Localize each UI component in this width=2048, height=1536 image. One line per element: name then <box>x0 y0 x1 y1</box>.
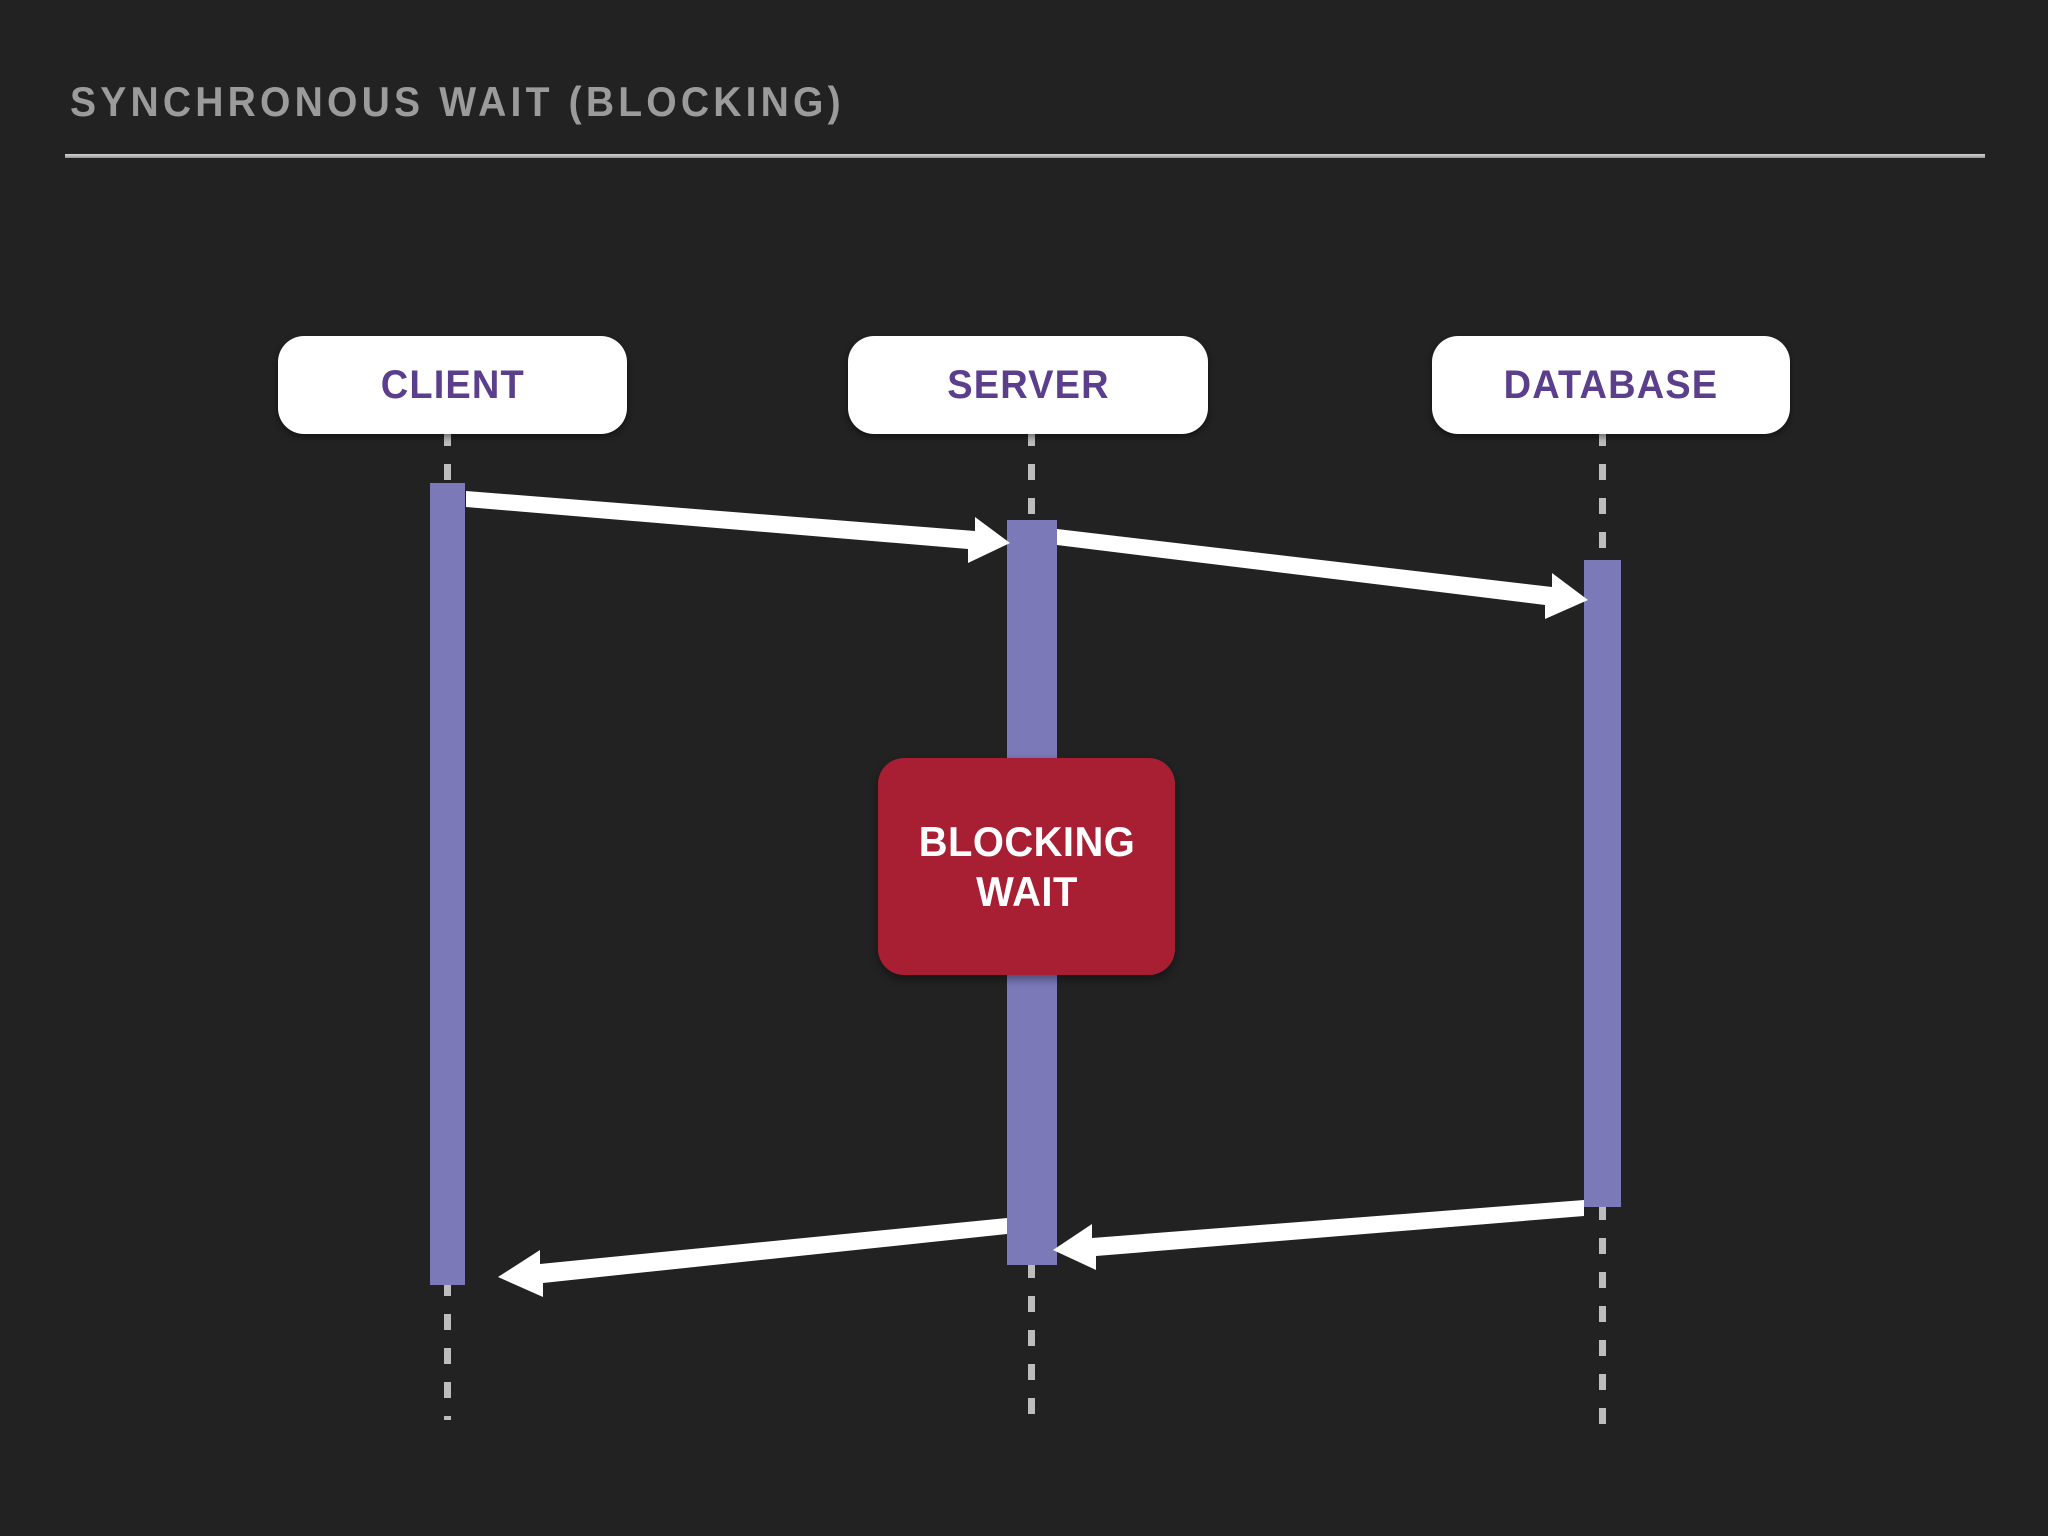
message-arrow-server-to-client <box>498 1218 1007 1297</box>
lifeline-dash-server-bottom <box>1028 1262 1035 1422</box>
note-blocking-wait[interactable]: BLOCKING WAIT <box>878 758 1175 975</box>
message-arrow-database-to-server <box>1053 1200 1584 1270</box>
lifeline-head-server-label: SERVER <box>946 362 1110 407</box>
message-arrow-client-to-server <box>466 491 1010 563</box>
message-arrow-server-to-database <box>1057 529 1588 619</box>
lifeline-dash-database-top <box>1598 430 1606 570</box>
note-line-2: WAIT <box>975 867 1078 915</box>
lifeline-head-client-label: CLIENT <box>380 362 525 407</box>
lifeline-dash-database-bottom <box>1598 1204 1606 1424</box>
page-title: SYNCHRONOUS WAIT (BLOCKING) <box>70 78 845 125</box>
lifeline-dash-client-bottom <box>443 1280 451 1420</box>
lifeline-head-server[interactable]: SERVER <box>848 336 1208 434</box>
activation-bar-client <box>430 483 465 1285</box>
note-blocking-wait-text: BLOCKING WAIT <box>918 817 1135 915</box>
lifeline-head-database[interactable]: DATABASE <box>1432 336 1790 434</box>
lifeline-head-database-label: DATABASE <box>1503 362 1719 407</box>
note-line-1: BLOCKING <box>918 818 1135 866</box>
title-divider <box>65 154 1985 158</box>
lifeline-dash-server-top <box>1028 430 1035 530</box>
activation-bar-database <box>1584 560 1621 1207</box>
lifeline-head-client[interactable]: CLIENT <box>278 336 627 434</box>
